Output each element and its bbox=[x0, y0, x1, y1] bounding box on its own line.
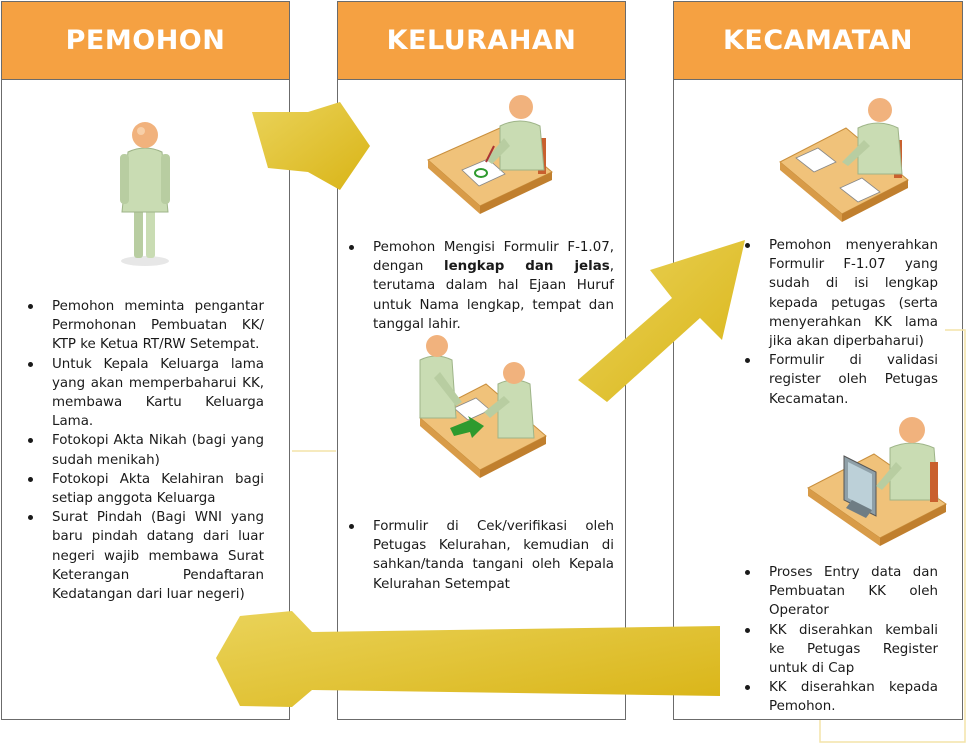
two-people-form-exchange-icon bbox=[419, 335, 547, 478]
flow-arrow-to-kelurahan bbox=[252, 102, 370, 190]
list-item: Pemohon menyerahkan Formulir F-1.07 yang… bbox=[743, 236, 938, 351]
kelurahan-step-1-list: Pemohon Mengisi Formulir F-1.07, dengan … bbox=[347, 238, 614, 334]
connector-line bbox=[819, 329, 966, 743]
list-item: Untuk Kepala Keluarga lama yang akan mem… bbox=[26, 355, 264, 432]
column-kecamatan: KECAMATAN Pemohon menyerahkan Formulir F… bbox=[673, 1, 963, 720]
list-item: Surat Pindah (Bagi WNI yang baru pindah … bbox=[26, 508, 264, 604]
column-header-kelurahan: KELURAHAN bbox=[338, 2, 625, 80]
list-item: KK diserahkan kembali ke Petugas Registe… bbox=[743, 621, 938, 679]
list-item: Fotokopi Akta Kelahiran bagi setiap angg… bbox=[26, 470, 264, 508]
list-item: Pemohon Mengisi Formulir F-1.07, dengan … bbox=[347, 238, 614, 334]
list-item: Fotokopi Akta Nikah (bagi yang sudah men… bbox=[26, 431, 264, 469]
list-item: KK diserahkan kepada Pemohon. bbox=[743, 678, 938, 716]
step-1-emphasis: lengkap dan jelas bbox=[444, 259, 610, 275]
person-writing-form-icon bbox=[427, 95, 553, 214]
kelurahan-step-2-list: Formulir di Cek/verifikasi oleh Petugas … bbox=[347, 517, 614, 594]
flow-arrow-to-kecamatan bbox=[578, 240, 745, 402]
column-header-pemohon: PEMOHON bbox=[2, 2, 289, 80]
pemohon-requirements-list: Pemohon meminta pengantar Permohonan Pem… bbox=[26, 297, 264, 604]
person-icon bbox=[120, 122, 170, 266]
list-item: Formulir di validasi register oleh Petug… bbox=[743, 351, 938, 409]
column-kelurahan: KELURAHAN Pemohon Mengisi Formulir F-1.0… bbox=[337, 1, 626, 720]
list-item: Pemohon meminta pengantar Permohonan Pem… bbox=[26, 297, 264, 355]
list-item: Proses Entry data dan Pembuatan KK oleh … bbox=[743, 563, 938, 621]
column-pemohon: PEMOHON Pemohon meminta pengantar Permoh… bbox=[1, 1, 290, 720]
flow-arrow-back-to-pemohon bbox=[216, 611, 720, 707]
kecamatan-top-list: Pemohon menyerahkan Formulir F-1.07 yang… bbox=[743, 236, 938, 409]
computer-operator-icon bbox=[807, 417, 947, 546]
step-1-text: Pemohon Mengisi Formulir F-1.07, dengan bbox=[373, 240, 614, 275]
column-header-kecamatan: KECAMATAN bbox=[674, 2, 962, 80]
kecamatan-bottom-list: Proses Entry data dan Pembuatan KK oleh … bbox=[743, 563, 938, 717]
person-reviewing-documents-icon bbox=[779, 98, 909, 222]
step-1-text-end: , terutama dalam hal Ejaan Huruf untuk N… bbox=[373, 259, 614, 332]
list-item: Formulir di Cek/verifikasi oleh Petugas … bbox=[347, 517, 614, 594]
